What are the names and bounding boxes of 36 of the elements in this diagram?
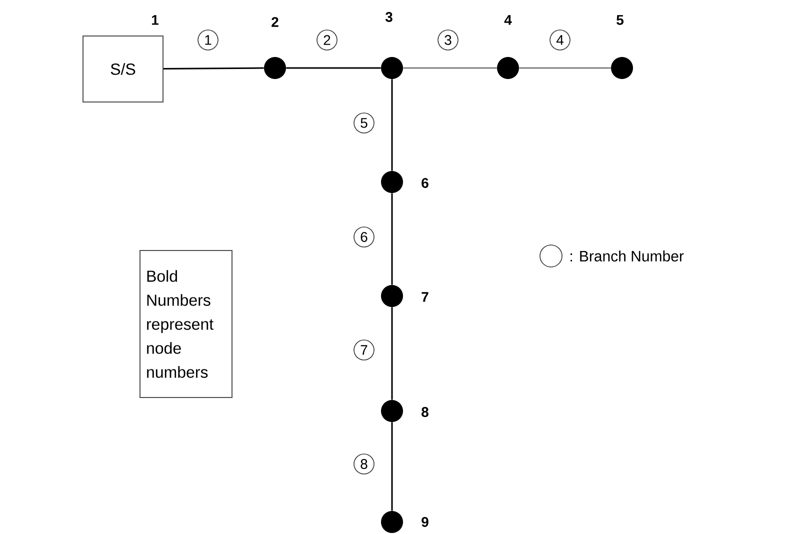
branch-line xyxy=(391,193,393,285)
node-dot xyxy=(381,510,403,533)
branch-number: 8 xyxy=(354,454,374,474)
node-number: 9 xyxy=(422,517,428,527)
node-dot xyxy=(381,170,403,193)
branch-number: 7 xyxy=(354,340,374,360)
node-number: 2 xyxy=(272,17,278,27)
node-number: 8 xyxy=(422,407,428,417)
branch-number: 6 xyxy=(354,226,374,248)
branch-line xyxy=(391,422,393,511)
node-number: 7 xyxy=(422,292,428,302)
branch-number: 2 xyxy=(316,30,338,50)
node-dot xyxy=(611,57,633,79)
substation-box: S/S xyxy=(82,36,164,102)
branch-line xyxy=(403,67,497,69)
branch-line xyxy=(286,67,381,69)
node-dot xyxy=(497,57,519,79)
legend-text: : Branch Number xyxy=(570,250,684,262)
branch-line xyxy=(164,67,264,70)
node-number: 6 xyxy=(422,178,428,188)
branch-number: 3 xyxy=(438,30,458,50)
note-box: Bold Numbers represent node numbers xyxy=(140,250,232,398)
node-number: 4 xyxy=(504,15,512,25)
branch-number: 1 xyxy=(198,30,218,50)
node-dot xyxy=(381,284,403,307)
node-dot xyxy=(264,57,286,79)
node-number: 5 xyxy=(616,15,624,25)
node-dot xyxy=(381,57,403,79)
node-number: 3 xyxy=(385,12,392,22)
node-number: 1 xyxy=(152,15,159,25)
branch-number: 4 xyxy=(550,30,570,50)
branch-line xyxy=(391,79,393,171)
node-dot xyxy=(381,400,403,422)
branch-line xyxy=(391,307,393,400)
branch-number: 5 xyxy=(354,112,374,134)
branch-line xyxy=(519,67,611,69)
